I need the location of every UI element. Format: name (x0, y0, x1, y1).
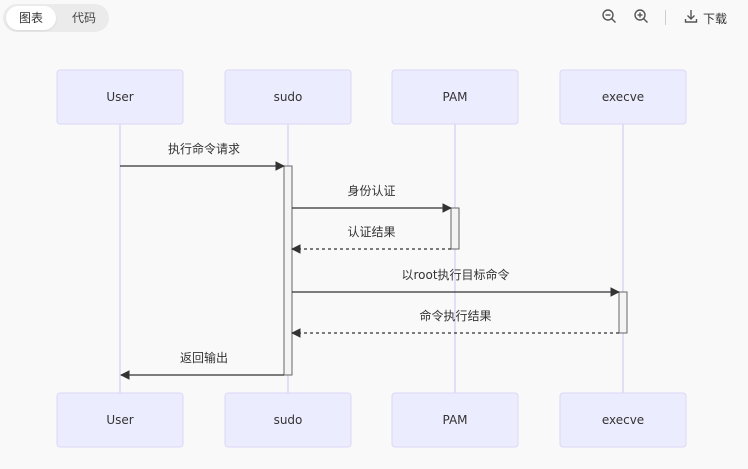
tab-diagram[interactable]: 图表 (6, 6, 56, 30)
zoom-out-icon (601, 8, 617, 28)
message-1: 执行命令请求 (120, 141, 285, 171)
actor-pam-bottom: PAM (391, 392, 519, 448)
zoom-out-button[interactable] (601, 8, 617, 28)
message-6: 返回输出 (120, 350, 284, 380)
actor-execve-top: execve (559, 69, 687, 125)
actor-box (391, 392, 519, 448)
actor-label: User (106, 413, 133, 427)
actor-label: execve (602, 90, 644, 104)
zoom-in-icon (633, 8, 649, 28)
activation-execve (618, 291, 628, 334)
actor-execve-bottom: execve (559, 392, 687, 448)
activation-sudo (283, 165, 293, 376)
toolbar-divider (665, 10, 666, 25)
message-3: 认证结果 (291, 225, 451, 254)
message-label: 认证结果 (347, 225, 395, 239)
actor-label: sudo (274, 90, 303, 104)
message-2: 身份认证 (292, 183, 452, 213)
download-label: 下载 (703, 11, 728, 26)
tab-code[interactable]: 代码 (71, 11, 96, 25)
actor-sudo-top: sudo (224, 69, 352, 125)
actor-box (391, 69, 519, 125)
actor-box (224, 69, 352, 125)
actor-label: sudo (274, 413, 303, 427)
view-tabs: 图表 代码 (3, 4, 109, 32)
actor-user-top: User (56, 69, 184, 125)
toolbar: 图表 代码 下载 (0, 0, 748, 38)
actor-user-bottom: User (56, 392, 184, 448)
actor-label: PAM (442, 413, 467, 427)
actor-box (559, 69, 687, 125)
download-icon (683, 8, 699, 28)
download-button[interactable]: 下载 (683, 8, 727, 28)
activation-pam (450, 207, 460, 250)
actor-box (559, 392, 687, 448)
message-4: 以root执行目标命令 (292, 267, 620, 297)
message-label: 执行命令请求 (168, 141, 240, 156)
message-5: 命令执行结果 (291, 308, 619, 338)
actor-pam-top: PAM (391, 69, 519, 125)
message-label: 身份认证 (347, 183, 395, 198)
actor-sudo-bottom: sudo (224, 392, 352, 448)
actor-label: execve (602, 413, 644, 427)
actor-label: User (106, 90, 133, 104)
actor-box (56, 392, 184, 448)
message-label: 以root执行目标命令 (401, 267, 509, 282)
actor-box (56, 69, 184, 125)
zoom-in-button[interactable] (633, 8, 649, 28)
actor-label: PAM (442, 90, 467, 104)
message-label: 命令执行结果 (419, 308, 491, 323)
message-label: 返回输出 (180, 350, 228, 365)
actor-box (224, 392, 352, 448)
